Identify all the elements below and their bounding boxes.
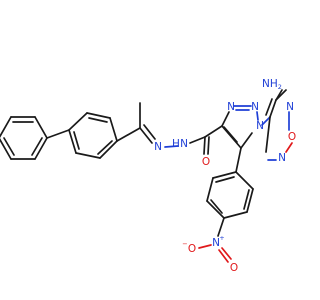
- bond: [269, 99, 277, 118]
- aromatic-bond: [97, 140, 113, 155]
- bond: [261, 116, 271, 126]
- aromatic-bond: [31, 137, 43, 156]
- furazan-oxygen-label: O: [288, 131, 296, 143]
- triazole-n3-label: N: [227, 101, 235, 113]
- bond: [206, 200, 225, 219]
- amine-label: NH2: [262, 78, 282, 91]
- aromatic-bond: [73, 131, 80, 150]
- bond: [109, 117, 118, 142]
- nh-nitrogen-label: N: [180, 138, 188, 150]
- nitro-nitrogen-label: N: [212, 237, 220, 249]
- phenyl-ring: [0, 116, 48, 160]
- amide-bond: [189, 136, 206, 144]
- nitro-oxygen-left-label: O: [188, 243, 196, 255]
- bond: [212, 171, 237, 179]
- amine-bond: [275, 89, 283, 101]
- biaryl-bond: [46, 129, 70, 139]
- bond: [206, 177, 214, 202]
- bond: [116, 127, 141, 142]
- triazole-ring: [221, 105, 259, 149]
- imine-double-bond: [143, 124, 156, 140]
- nh-hydrogen-label: H: [172, 138, 180, 150]
- triazole-n1-label: N: [256, 120, 264, 132]
- amine-nh-text: NH: [262, 78, 278, 90]
- carbonyl-bond: [207, 136, 210, 155]
- bond: [240, 132, 253, 149]
- bond: [256, 111, 259, 121]
- bond: [86, 112, 111, 119]
- aromatic-bond: [88, 117, 108, 123]
- bond: [235, 171, 254, 190]
- bond: [0, 116, 12, 138]
- hydrazine-bond: [164, 145, 179, 148]
- nitro-bond: [217, 217, 225, 237]
- aromatic-bond: [223, 126, 238, 143]
- aromatic-bond: [215, 176, 235, 183]
- nitro-oxygen-right-label: O: [230, 262, 238, 274]
- imine-nitrogen-label: N: [154, 141, 162, 153]
- bond: [246, 188, 254, 213]
- biphenyl-inner-ring: [68, 112, 118, 159]
- bond: [0, 138, 12, 160]
- nitro-o-bond: [198, 244, 212, 249]
- nitro-negative-charge: −: [182, 240, 187, 248]
- structure-diagram: N N H O N N N N O N NH2 N + O − O: [0, 78, 296, 274]
- carbonyl-bond: [203, 136, 206, 155]
- bond: [265, 116, 271, 153]
- molecule-svg: N N H O N N N N O N NH2 N + O − O: [0, 78, 296, 274]
- furazan-top-nitrogen-label: N: [286, 101, 294, 113]
- bond: [75, 152, 101, 159]
- imine-double-bond: [139, 127, 153, 144]
- bond: [265, 98, 273, 116]
- nitrophenyl-ring: [206, 171, 254, 219]
- aromatic-bond: [3, 137, 15, 156]
- bond: [99, 140, 118, 159]
- bond: [68, 129, 77, 154]
- bond: [34, 116, 48, 139]
- bond: [221, 111, 230, 127]
- bond: [204, 125, 223, 138]
- bond: [285, 142, 293, 153]
- aromatic-bond: [210, 199, 223, 214]
- bond: [68, 112, 88, 131]
- bond: [223, 211, 248, 219]
- amine-subscript: 2: [278, 83, 282, 91]
- nitro-o-double-bond: [218, 249, 229, 263]
- nitro-positive-charge: +: [219, 234, 224, 242]
- aromatic-bond: [243, 189, 250, 210]
- furazan-bottom-nitrogen-label: N: [278, 152, 286, 164]
- bond: [221, 125, 242, 149]
- bond: [235, 147, 242, 173]
- bond: [34, 137, 48, 160]
- nitro-o-double-bond: [221, 247, 232, 260]
- triazole-n2-label: N: [251, 101, 259, 113]
- carbonyl-oxygen-label: O: [202, 156, 210, 168]
